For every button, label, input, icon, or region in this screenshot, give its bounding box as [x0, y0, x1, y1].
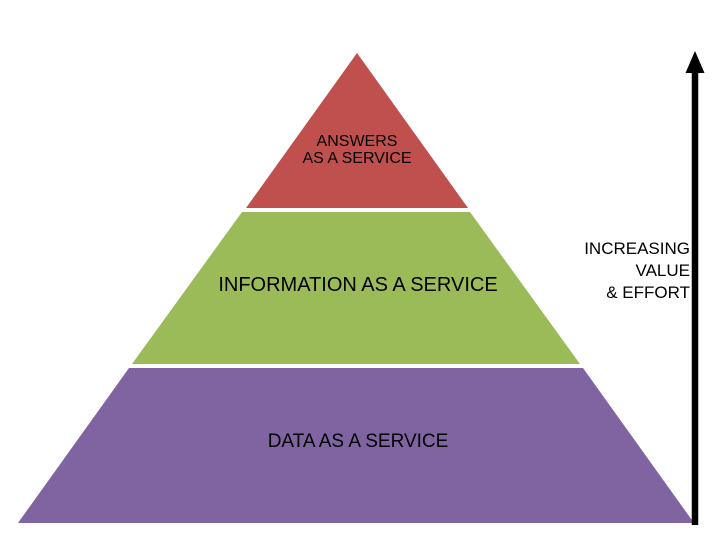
pyramid-layer-data-shape: [18, 368, 694, 523]
pyramid-layer-data-label: DATA AS A SERVICE: [267, 431, 449, 452]
increasing-value-arrow-head-icon: [685, 51, 705, 73]
pyramid-layer-answers-label: ANSWERS AS A SERVICE: [302, 133, 412, 167]
pyramid-layer-information-label: INFORMATION AS A SERVICE: [218, 274, 498, 296]
increasing-value-arrow-label: INCREASING VALUE & EFFORT: [584, 239, 690, 302]
pyramid-layer-information-shape: [132, 212, 580, 364]
pyramid-layer-answers-shape: [246, 53, 468, 208]
